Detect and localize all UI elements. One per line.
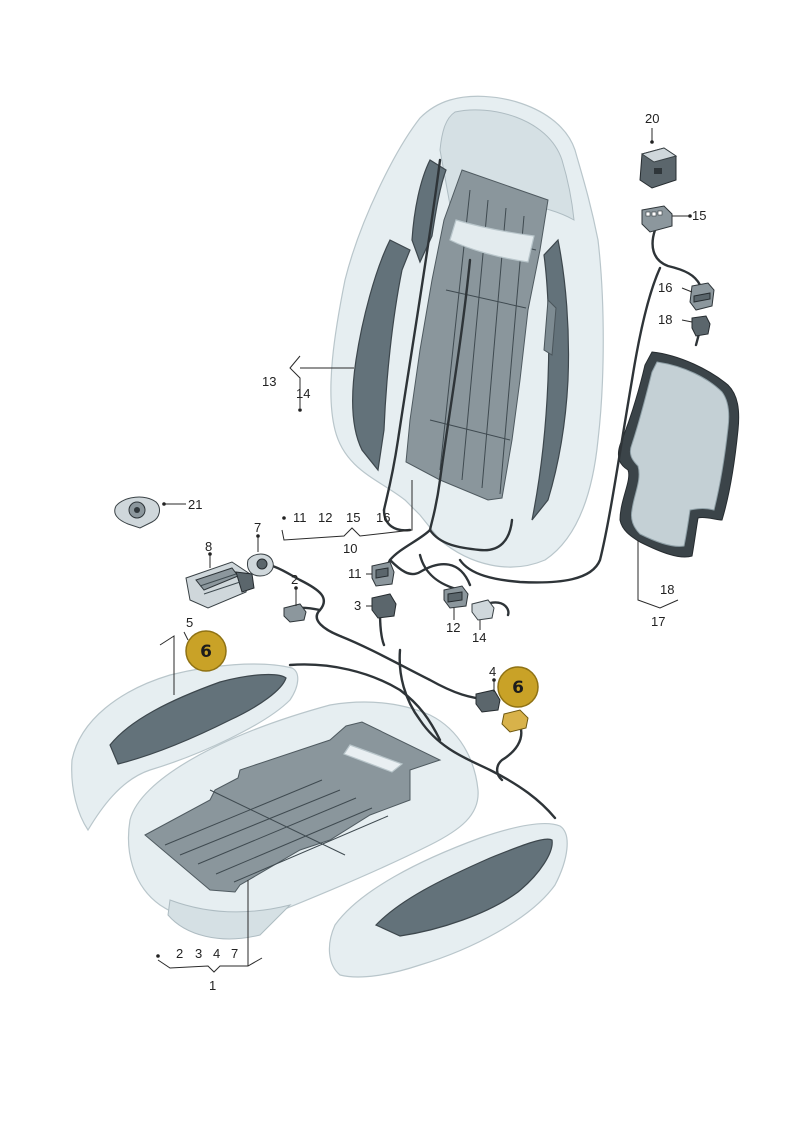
callout-11a: 11 xyxy=(293,510,307,525)
callout-1: 1 xyxy=(209,978,216,993)
callout-8: 8 xyxy=(205,539,212,554)
leader-lines xyxy=(157,128,693,973)
callout-10: 10 xyxy=(343,541,357,556)
part-6-connector-highlighted xyxy=(501,709,529,733)
callout-7a: 7 xyxy=(231,946,238,961)
callout-12: 12 xyxy=(446,620,460,635)
callout-labels: 20 15 16 18 18 17 13 14 21 11 12 15 16 1… xyxy=(176,111,706,993)
callout-16a: 16 xyxy=(376,510,390,525)
part-12-connector xyxy=(443,585,469,609)
callout-4: 4 xyxy=(489,664,496,679)
callout-17: 17 xyxy=(651,614,665,629)
part-11-connector xyxy=(371,561,395,587)
callout-18a: 18 xyxy=(658,312,672,327)
callout-4a: 4 xyxy=(213,946,220,961)
part-21-sensor xyxy=(114,496,160,529)
callout-14: 14 xyxy=(472,630,486,645)
callout-15a: 15 xyxy=(346,510,360,525)
callout-16: 16 xyxy=(658,280,672,295)
badge-circle xyxy=(497,666,539,708)
part-20-control-module xyxy=(639,147,678,189)
callout-15: 15 xyxy=(692,208,706,223)
part-4-connector xyxy=(475,689,501,713)
callout-3a: 3 xyxy=(195,946,202,961)
callout-5: 5 xyxy=(186,615,193,630)
callout-3: 3 xyxy=(354,598,361,613)
leader-dots xyxy=(156,140,692,958)
part-14-connector xyxy=(471,599,495,621)
seat-heating-mat xyxy=(144,721,442,893)
seat-bolster-left xyxy=(71,663,299,832)
seat-bolster-right xyxy=(328,823,568,978)
part-16-connector xyxy=(689,282,715,311)
callout-2: 2 xyxy=(291,572,298,587)
part-18-connector xyxy=(691,315,711,337)
badge-circle xyxy=(185,630,227,672)
seat-wiring-harness xyxy=(253,553,557,820)
backrest-side-padding-right xyxy=(531,238,570,521)
highlight-badge-left: 6 xyxy=(185,630,227,672)
callout-12a: 12 xyxy=(318,510,332,525)
callout-13: 13 xyxy=(262,374,276,389)
part-2-connector xyxy=(283,603,307,623)
badge-label: 6 xyxy=(200,642,212,662)
part-15-connector xyxy=(641,205,673,233)
backrest-heating-mat xyxy=(405,169,549,501)
part-7-connector xyxy=(247,553,274,577)
highlight-badge-right: 6 xyxy=(497,666,539,708)
part-3-connector xyxy=(371,593,397,619)
callout-7: 7 xyxy=(254,520,261,535)
back-heating-panel xyxy=(617,351,740,558)
part-8-module xyxy=(185,561,255,609)
badge-label: 6 xyxy=(512,678,524,698)
callout-14a: 14 xyxy=(296,386,310,401)
callout-11: 11 xyxy=(348,566,362,581)
callout-20: 20 xyxy=(645,111,659,126)
callout-21: 21 xyxy=(188,497,202,512)
callout-18: 18 xyxy=(660,582,674,597)
callout-2a: 2 xyxy=(176,946,183,961)
